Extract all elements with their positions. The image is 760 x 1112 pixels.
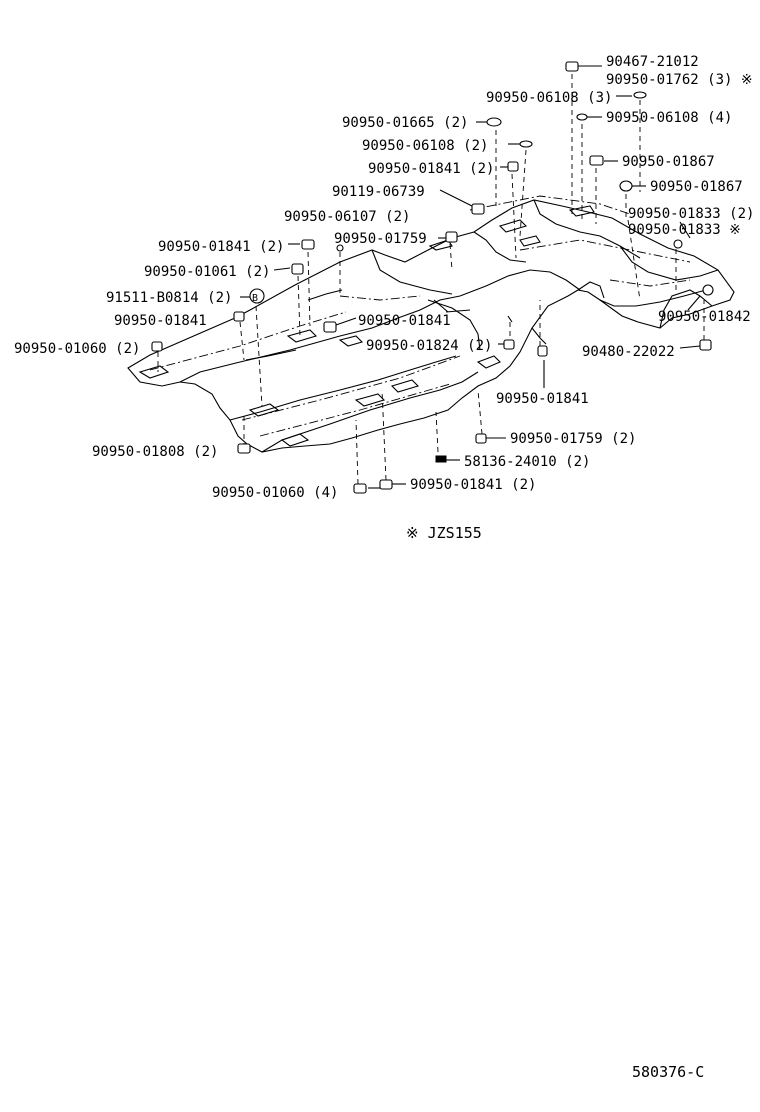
label-l05: 90950-01665 (2) bbox=[342, 115, 468, 131]
label-l08: 90950-01841 (2) bbox=[368, 161, 494, 177]
label-l10: 90119-06739 bbox=[332, 184, 425, 200]
fastener-parts: B bbox=[151, 61, 714, 494]
label-l04: 90950-06108 (4) bbox=[606, 110, 732, 126]
label-l15: 90950-01759 bbox=[334, 231, 427, 247]
label-l14: 90950-01841 (2) bbox=[158, 239, 284, 255]
leader-lines bbox=[157, 65, 705, 489]
label-l20: 90950-01841 bbox=[358, 313, 451, 329]
label-l02: 90950-01762 (3) ※ bbox=[606, 72, 753, 88]
label-l07: 90950-01867 bbox=[622, 154, 715, 170]
label-l11: 90950-01833 (2) bbox=[628, 206, 754, 222]
label-l24: 90950-01841 bbox=[496, 391, 589, 407]
label-l22: 90950-01060 (2) bbox=[14, 341, 140, 357]
label-l09: 90950-01867 bbox=[650, 179, 743, 195]
label-l03: 90950-06108 (3) bbox=[486, 90, 612, 106]
floor-pan-outline bbox=[127, 195, 735, 453]
b-marker-circle bbox=[249, 288, 265, 304]
label-l16: 90950-01061 (2) bbox=[144, 264, 270, 280]
label-l29: 90950-01841 (2) bbox=[410, 477, 536, 493]
label-l13: 90950-01833 ※ bbox=[628, 222, 741, 238]
label-l28: 90950-01060 (4) bbox=[212, 485, 338, 501]
label-l18: 90950-01842 bbox=[658, 309, 751, 325]
drawing-number: 580376-C bbox=[632, 1063, 704, 1081]
part-labels: 90467-21012 90950-01762 (3) ※ 90950-0610… bbox=[14, 54, 754, 501]
label-l19: 90950-01841 bbox=[114, 313, 207, 329]
label-l21: 90950-01824 (2) bbox=[366, 338, 492, 354]
label-l17: 91511-B0814 (2) bbox=[106, 290, 232, 306]
label-l27: 58136-24010 (2) bbox=[464, 454, 590, 470]
label-l01: 90467-21012 bbox=[606, 54, 699, 70]
label-l25: 90950-01759 (2) bbox=[510, 431, 636, 447]
label-l23: 90480-22022 bbox=[582, 344, 675, 360]
b-marker-letter: B bbox=[252, 293, 258, 304]
label-l06: 90950-06108 (2) bbox=[362, 138, 488, 154]
label-l12: 90950-06107 (2) bbox=[284, 209, 410, 225]
label-l26: 90950-01808 (2) bbox=[92, 444, 218, 460]
model-note: ※ JZS155 bbox=[406, 524, 482, 542]
